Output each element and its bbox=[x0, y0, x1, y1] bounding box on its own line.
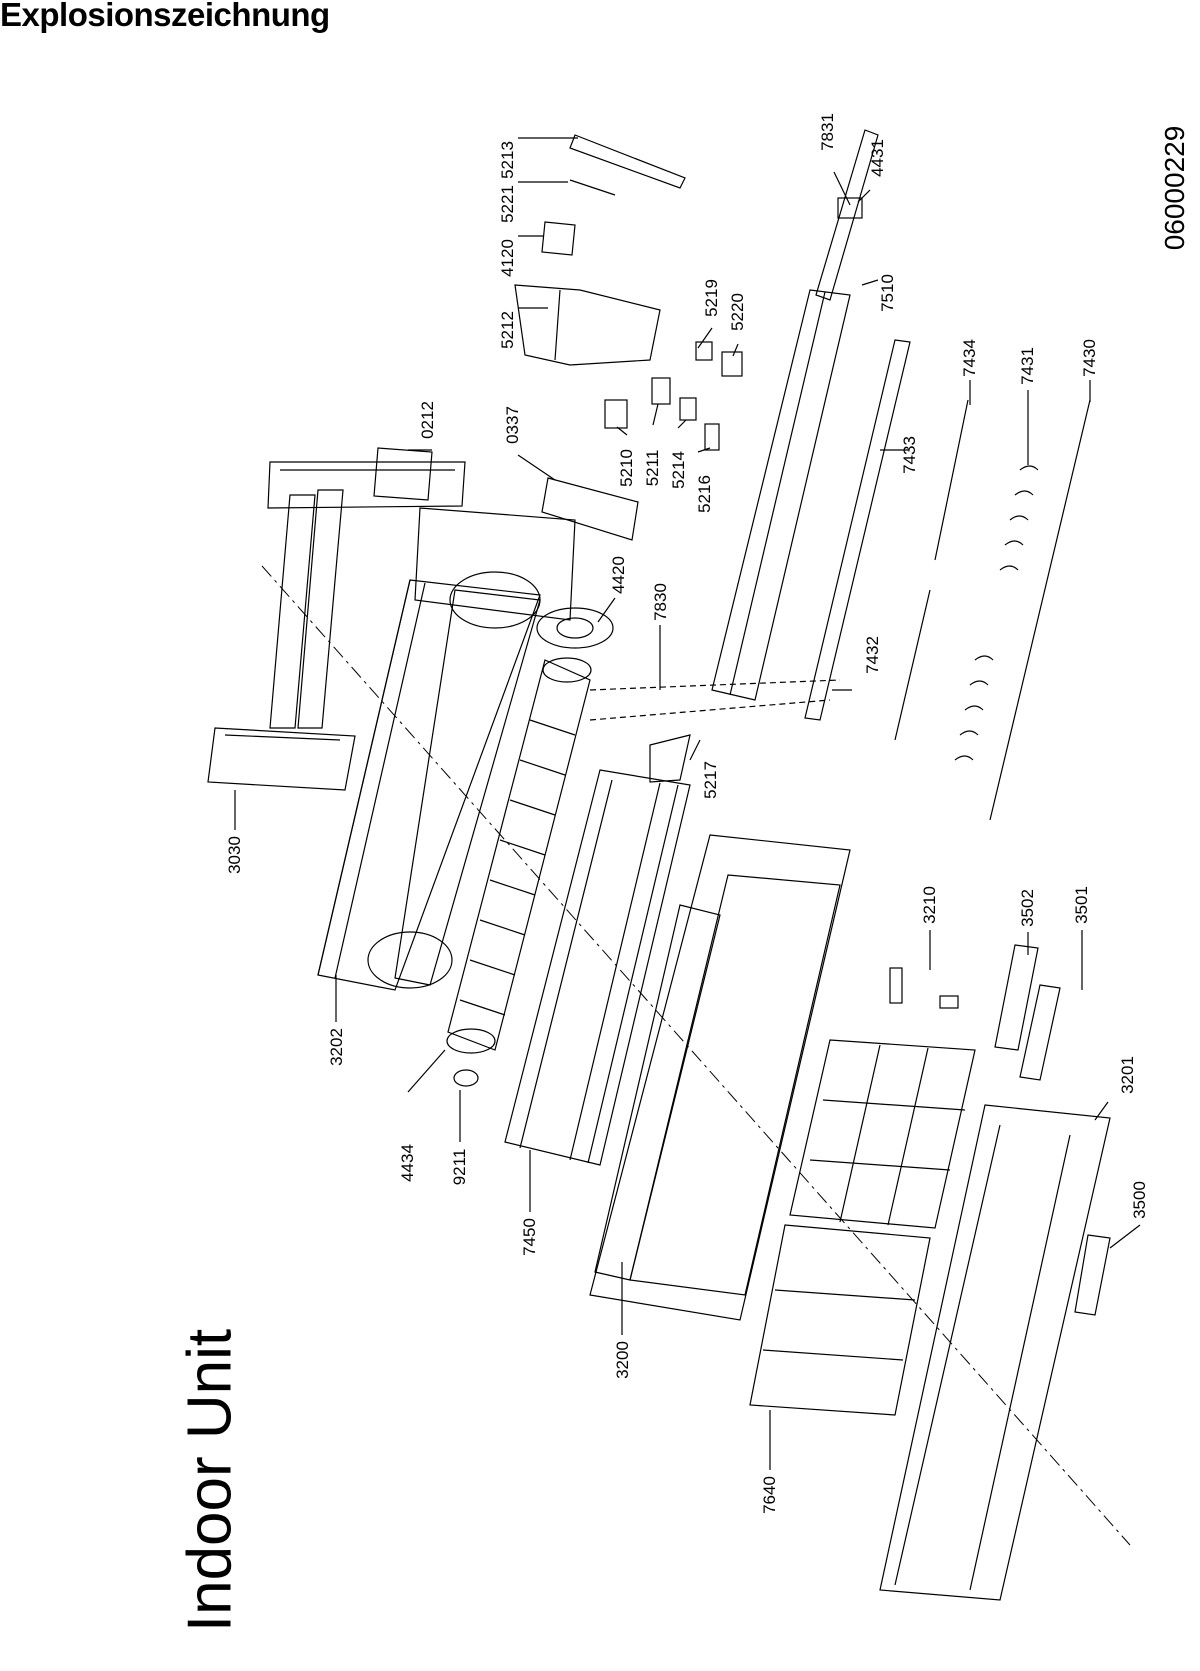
part-label-3201: 3201 bbox=[1118, 1056, 1137, 1094]
part-label-5211: 5211 bbox=[643, 450, 662, 487]
link-rod-7430 bbox=[989, 399, 1091, 821]
cover-0337 bbox=[541, 477, 639, 541]
part-label-5210: 5210 bbox=[617, 449, 636, 487]
pipe-7830b bbox=[589, 699, 831, 721]
part-label-7431: 7431 bbox=[1018, 347, 1037, 385]
part-label-5217: 5217 bbox=[701, 761, 720, 799]
part-label-3030: 3030 bbox=[225, 836, 244, 874]
part-label-5221: 5221 bbox=[498, 185, 517, 223]
part-label-9211: 9211 bbox=[450, 1149, 469, 1186]
transformer-4120 bbox=[541, 221, 576, 256]
louver-rod-7434b bbox=[894, 589, 931, 741]
part-label-5219: 5219 bbox=[702, 279, 721, 317]
part-label-5213: 5213 bbox=[498, 141, 517, 179]
exploded-view-drawing: 5213 5221 4120 5212 0212 0337 5219 5220 … bbox=[207, 113, 1149, 1601]
page-title: Explosionszeichnung bbox=[0, 0, 330, 33]
part-5214 bbox=[679, 397, 697, 421]
leader-lines bbox=[234, 137, 1141, 1470]
part-3210b bbox=[939, 995, 959, 1009]
evaporator-7450 bbox=[504, 769, 691, 1166]
part-label-7432: 7432 bbox=[863, 636, 882, 674]
part-label-3500: 3500 bbox=[1130, 1181, 1149, 1219]
part-label-7640: 7640 bbox=[760, 1476, 779, 1514]
vertical-louvers-7431 bbox=[954, 465, 1039, 761]
drain-hose-7831 bbox=[815, 129, 879, 301]
part-5220 bbox=[721, 351, 743, 377]
part-label-3502: 3502 bbox=[1018, 889, 1037, 927]
part-label-7450: 7450 bbox=[520, 1218, 539, 1256]
bracket-0212 bbox=[373, 447, 433, 501]
part-3210a bbox=[889, 967, 903, 1004]
part-4431 bbox=[837, 197, 863, 219]
part-5219 bbox=[695, 341, 713, 361]
display-cover-3501 bbox=[1019, 984, 1061, 1081]
part-label-7430: 7430 bbox=[1080, 339, 1099, 377]
cover-5213 bbox=[569, 134, 686, 189]
cover-5221 bbox=[569, 179, 616, 196]
part-5210 bbox=[604, 399, 628, 429]
louver-rod-7434a bbox=[934, 399, 969, 561]
part-label-4120: 4120 bbox=[498, 239, 517, 277]
front-panel-3201 bbox=[879, 1104, 1111, 1601]
control-box-5212 bbox=[514, 284, 661, 366]
pipe-7830a bbox=[589, 679, 841, 691]
fan-motor-4420 bbox=[536, 607, 614, 649]
horizontal-louver-7433-7432 bbox=[804, 339, 911, 721]
part-label-4434: 4434 bbox=[398, 1144, 417, 1182]
part-label-4431: 4431 bbox=[868, 139, 887, 177]
air-filters-7640 bbox=[749, 1039, 976, 1416]
assembly-axis-line bbox=[261, 565, 1131, 1546]
mounting-plate-3030 bbox=[207, 461, 466, 791]
part-label-7433: 7433 bbox=[900, 436, 919, 474]
part-label-0212: 0212 bbox=[418, 401, 437, 439]
bearing-9211 bbox=[453, 1069, 479, 1087]
drawing-artwork bbox=[207, 129, 1131, 1601]
part-label-5220: 5220 bbox=[728, 293, 747, 331]
front-frame-3200 bbox=[589, 834, 851, 1321]
louver-assembly-7510 bbox=[711, 289, 851, 701]
part-label-7830: 7830 bbox=[651, 583, 670, 621]
part-5211 bbox=[651, 377, 671, 405]
sensor-5217 bbox=[649, 734, 691, 783]
part-label-3200: 3200 bbox=[613, 1341, 632, 1379]
part-label-3501: 3501 bbox=[1072, 886, 1091, 924]
part-label-7434: 7434 bbox=[960, 339, 979, 377]
part-label-7510: 7510 bbox=[878, 274, 897, 312]
part-5216 bbox=[704, 423, 720, 451]
part-label-7831: 7831 bbox=[818, 113, 837, 151]
part-label-5214: 5214 bbox=[669, 451, 688, 489]
part-label-3202: 3202 bbox=[327, 1028, 346, 1066]
part-label-0337: 0337 bbox=[503, 406, 522, 444]
part-label-4420: 4420 bbox=[609, 556, 628, 594]
part-label-5212: 5212 bbox=[498, 311, 517, 349]
part-labels: 5213 5221 4120 5212 0212 0337 5219 5220 … bbox=[225, 113, 1149, 1514]
chassis-3202 bbox=[317, 507, 576, 991]
display-panel-3500 bbox=[1074, 1234, 1111, 1316]
part-label-5216: 5216 bbox=[695, 475, 714, 513]
display-board-3502 bbox=[994, 944, 1039, 1051]
cross-flow-fan-4434 bbox=[446, 657, 592, 1054]
part-label-3210: 3210 bbox=[920, 886, 939, 924]
